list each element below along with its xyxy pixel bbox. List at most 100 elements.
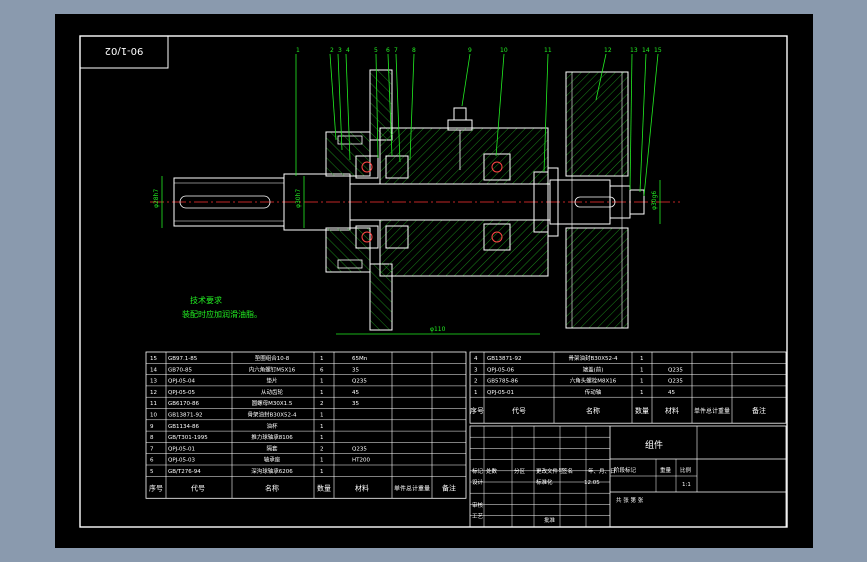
housing — [325, 69, 559, 331]
bom-left-no: 6 — [150, 458, 154, 464]
bom-right-qty: 1 — [640, 367, 644, 373]
bom-left-header-qty: 数量 — [317, 483, 331, 492]
bom-right-code: QPJ-05-06 — [487, 367, 515, 373]
bom-right-header-weight: 单件总计重量 — [694, 407, 730, 415]
bom-left-header-no: 序号 — [149, 483, 163, 492]
bom-left-mat: HT200 — [352, 458, 370, 464]
bom-left-name: 从动齿轮 — [261, 388, 284, 396]
bom-left-code: QPJ-05-01 — [168, 446, 195, 452]
bom-left-qty: 2 — [320, 446, 324, 452]
bom-left-header-weight: 单件总计重量 — [394, 484, 430, 492]
change-header: 处数 — [486, 467, 498, 475]
bom-left-no: 11 — [150, 401, 157, 407]
svg-text:6: 6 — [386, 47, 390, 54]
svg-text:5: 5 — [374, 47, 378, 54]
bom-right-header-remark: 备注 — [752, 406, 766, 415]
bom-left-qty: 1 — [320, 390, 324, 396]
bom-right-no: 1 — [474, 390, 478, 396]
bom-right-qty: 1 — [640, 390, 644, 396]
process-label: 工艺 — [472, 513, 484, 520]
bom-left-no: 7 — [150, 446, 154, 452]
bom-left-name: 垫片 — [266, 377, 277, 385]
bom-left-name: 垫圈组合10-8 — [255, 354, 290, 362]
bom-left-code: GB70-85 — [168, 367, 193, 373]
balloon-numbers: 1 2 3 4 5 6 7 8 9 10 11 12 13 14 15 — [296, 47, 662, 54]
bom-left-name: 内六角螺钉M5X16 — [249, 365, 296, 373]
svg-text:13: 13 — [630, 47, 638, 54]
bom-right-code: QPJ-05-01 — [487, 390, 514, 396]
change-header: 签名 — [562, 467, 573, 475]
bom-left-header-code: 代号 — [191, 483, 205, 492]
svg-text:10: 10 — [500, 47, 508, 54]
svg-text:9: 9 — [468, 47, 472, 54]
bom-left-code: GB/T301-1995 — [168, 435, 208, 441]
bom-left-name: 隔套 — [266, 444, 278, 452]
bom-right-header-code: 代号 — [512, 406, 526, 415]
bom-left-qty: 1 — [320, 379, 324, 385]
bom-left-name: 油杯 — [266, 422, 278, 430]
bom-left-qty: 1 — [320, 469, 324, 475]
bom-right-qty: 1 — [640, 356, 644, 362]
bom-left-name: 深沟球轴承6206 — [251, 467, 293, 475]
bom-right-qty: 1 — [640, 379, 644, 385]
inner-border — [79, 35, 788, 528]
tech-note: 装配时应加润滑油脂。 — [182, 309, 262, 319]
change-header: 更改文件号 — [536, 467, 564, 475]
bom-left-code: GB97.1-85 — [168, 356, 198, 362]
bom-left-qty: 1 — [320, 356, 324, 362]
svg-text:1: 1 — [296, 47, 300, 54]
bom-right-code: GB5785-86 — [487, 379, 519, 385]
svg-text:7: 7 — [394, 47, 398, 54]
bom-left-header-remark: 备注 — [442, 483, 456, 492]
weight-label: 重量 — [660, 466, 672, 474]
bom-left-name: 圆螺母M30X1.5 — [252, 399, 293, 407]
tech-title: 技术要求 — [190, 295, 222, 305]
sheet-text: 共 张 第 张 — [616, 496, 644, 504]
bom-left-no: 15 — [150, 356, 157, 362]
designer-label: 设计 — [472, 478, 484, 486]
bom-right-name: 端盖(前) — [583, 365, 604, 373]
bom-left-name: 骨架油封B30X52-4 — [247, 411, 297, 419]
bom-left-qty: 1 — [320, 424, 324, 430]
bom-right-header-qty: 数量 — [635, 406, 649, 415]
bom-left-mat: 65Mn — [352, 356, 368, 362]
stage-label: 阶段标记 — [614, 466, 637, 474]
bom-left-code: GB6170-86 — [168, 401, 200, 407]
svg-text:2: 2 — [330, 47, 334, 54]
bom-right-table: 4 GB13871-92 骨架油封B30X52-4 1 3 QPJ-05-06 端盖(前) 1… — [469, 351, 787, 424]
bom-left-mat: Q235 — [352, 379, 367, 385]
bom-right-no: 4 — [474, 356, 478, 362]
bom-left-no: 10 — [150, 413, 157, 419]
bom-left-code: QPJ-05-03 — [168, 458, 196, 464]
bom-right-code: GB13871-92 — [487, 356, 522, 362]
check-label: 审核 — [472, 501, 484, 509]
bom-left-code: GB13871-92 — [168, 413, 203, 419]
drawing-no: 90-1/02 — [105, 45, 144, 56]
svg-text:15: 15 — [654, 47, 662, 54]
bom-left-qty: 6 — [320, 367, 324, 373]
standard-label: 标准化 — [536, 478, 553, 486]
svg-text:8: 8 — [412, 47, 416, 54]
date-value: 12.05 — [584, 480, 600, 486]
bom-right-mat: Q235 — [668, 367, 683, 373]
bom-left-no: 8 — [150, 435, 154, 441]
bom-left-mat: Q235 — [352, 446, 367, 452]
bom-right-name: 骨架油封B30X52-4 — [568, 354, 618, 362]
assembly-name: 组件 — [645, 439, 663, 451]
svg-text:12: 12 — [604, 47, 612, 54]
bom-left-code: GB/T276-94 — [168, 469, 201, 475]
change-header: 分区 — [514, 467, 526, 475]
bom-left-qty: 1 — [320, 458, 324, 464]
bom-left-header-mat: 材料 — [355, 483, 369, 492]
change-header: 标记 — [472, 467, 484, 475]
bom-left-qty: 2 — [320, 401, 324, 407]
bom-right-header-name: 名称 — [586, 406, 600, 415]
bom-left-name: 推力球轴承8106 — [251, 433, 293, 441]
bom-left-no: 9 — [150, 424, 154, 430]
scale-value: 1:1 — [682, 482, 691, 488]
bom-left-name: 轴承座 — [264, 456, 281, 464]
bom-right-no: 3 — [474, 367, 478, 373]
